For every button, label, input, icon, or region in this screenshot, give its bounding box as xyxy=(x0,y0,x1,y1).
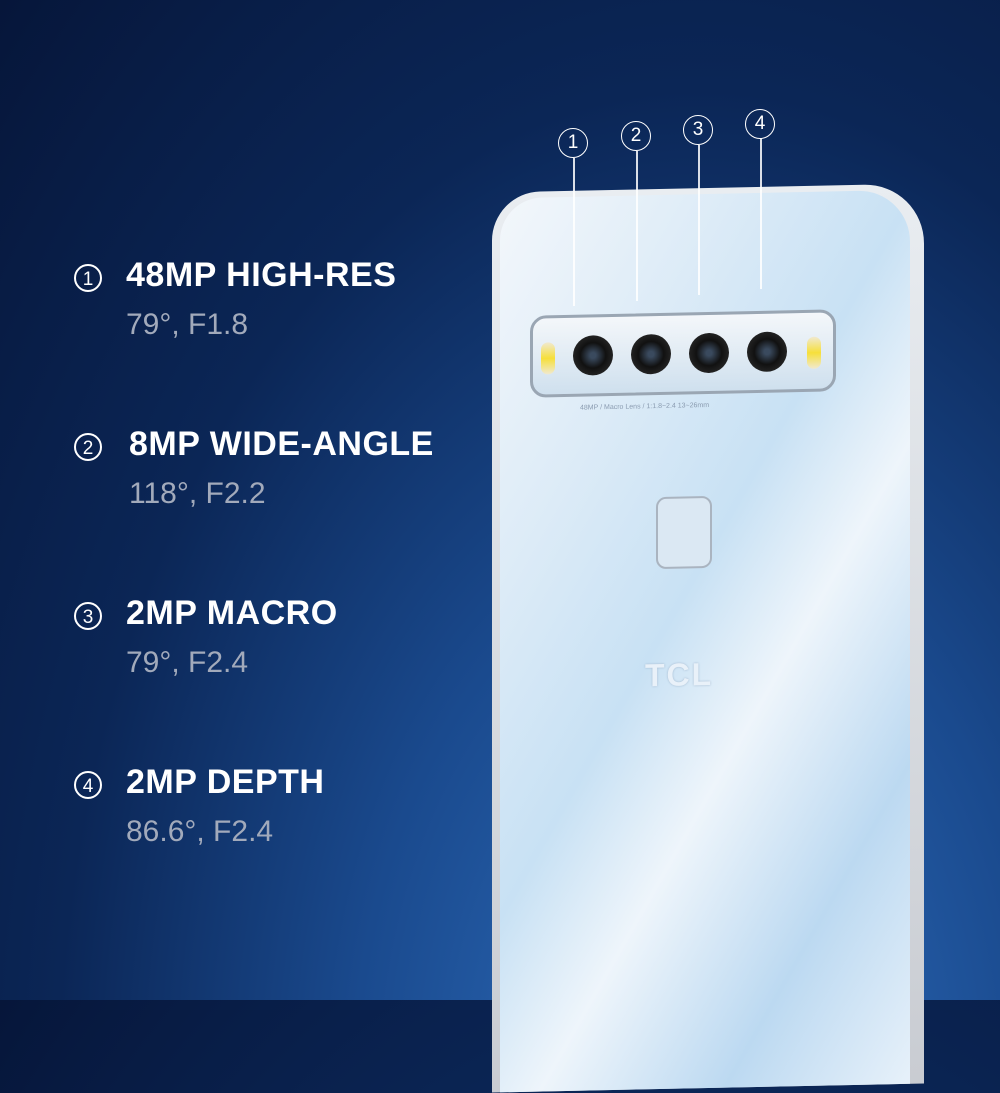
callout-line xyxy=(636,151,638,301)
flash-icon xyxy=(807,336,821,369)
number-badge: 1 xyxy=(74,264,102,292)
spec-title: 48MP HIGH-RES xyxy=(126,256,397,294)
callout-line xyxy=(698,145,700,295)
spec-subtitle: 86.6°, F2.4 xyxy=(126,815,274,848)
flash-icon xyxy=(541,342,555,375)
module-text: 48MP / Macro Lens / 1:1.8~2.4 13~26mm xyxy=(580,401,710,412)
spec-subtitle: 79°, F1.8 xyxy=(126,308,249,341)
lens-1 xyxy=(573,334,613,376)
brand-logo: TCL xyxy=(645,655,714,694)
number-badge: 4 xyxy=(74,771,102,799)
callout-3: 3 xyxy=(683,115,713,145)
spec-title: 2MP MACRO xyxy=(126,594,338,632)
callout-line xyxy=(760,139,762,289)
phone-back: 48MP / Macro Lens / 1:1.8~2.4 13~26mm TC… xyxy=(500,189,910,1093)
fingerprint-sensor xyxy=(656,495,712,570)
phone-image: 48MP / Macro Lens / 1:1.8~2.4 13~26mm TC… xyxy=(492,183,924,1093)
lens-2 xyxy=(631,333,671,375)
callout-2: 2 xyxy=(621,121,651,151)
number-badge: 3 xyxy=(74,602,102,630)
lens-3 xyxy=(689,332,729,374)
camera-module xyxy=(530,309,836,398)
spec-title: 2MP DEPTH xyxy=(126,763,325,801)
spec-title: 8MP WIDE-ANGLE xyxy=(129,425,434,463)
lens-4 xyxy=(747,331,787,373)
spec-subtitle: 118°, F2.2 xyxy=(129,477,266,510)
spec-subtitle: 79°, F2.4 xyxy=(126,646,249,679)
number-badge: 2 xyxy=(74,433,102,461)
callout-4: 4 xyxy=(745,109,775,139)
callout-1: 1 xyxy=(558,128,588,158)
callout-line xyxy=(573,158,575,306)
